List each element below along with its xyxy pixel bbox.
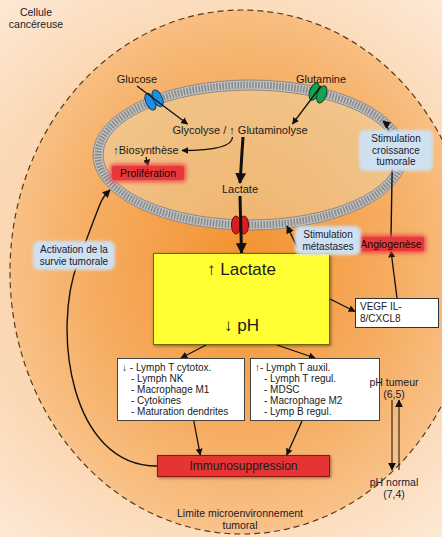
node-text: - MDSC <box>255 384 375 395</box>
flow-arrow <box>391 251 397 298</box>
flow-arrow <box>240 137 243 183</box>
node-text: Angiogenèse <box>358 237 424 251</box>
highlight-box: Prolifération <box>112 166 184 180</box>
ph-label: pH normal (7,4) <box>366 476 422 500</box>
node-text: - Cytokines <box>122 395 240 406</box>
node-text: Glutamine <box>290 73 352 86</box>
arrow-label: Activation de la survie tumorale <box>36 244 112 267</box>
node-text: - Macrophage M2 <box>255 395 375 406</box>
ph-label: pH tumeur (6,5) <box>366 376 422 400</box>
list-box: ↑- Lymph T auxil.- Lymph T regul.- MDSC-… <box>250 358 380 421</box>
microenvironment-boundary <box>10 10 442 534</box>
metabolite-label: Lactate <box>215 183 265 196</box>
node-text: Lactate <box>215 183 265 196</box>
node-text: - Maturation dendrites <box>122 406 240 417</box>
factor-box: VEGF IL-8/CXCL8 <box>355 298 439 328</box>
node-text: ↑Biosynthèse <box>110 144 182 157</box>
flow-arrow <box>181 345 206 358</box>
flow-arrow <box>182 137 233 151</box>
pathway-label: Glycolyse / ↑ Glutaminolyse <box>165 124 315 137</box>
substrate-label: Glucose <box>112 73 162 86</box>
result-box: Immunosuppression <box>157 455 330 477</box>
node-text: VEGF IL-8/CXCL8 <box>360 301 426 325</box>
node-text: ↑- Lymph T auxil. <box>255 362 375 373</box>
cell-label: Cellule cancéreuse <box>4 6 68 30</box>
process-label: ↑Biosynthèse <box>110 144 182 157</box>
flow-arrow <box>287 421 302 455</box>
node-text: Immunosuppression <box>158 456 329 476</box>
node-text: - Lymph T regul. <box>255 373 375 384</box>
arrow-label: Stimulation croissance tumorale <box>362 133 430 168</box>
boundary-label: Limite microenvironnement tumoral <box>165 507 315 531</box>
substrate-label: Glutamine <box>290 73 352 86</box>
arrow-label: Stimulation métastases <box>298 229 358 252</box>
ph-arrow-down <box>392 400 393 470</box>
node-text: Glucose <box>112 73 162 86</box>
flow-arrow <box>277 345 315 358</box>
node-text: - Lymp B regul. <box>255 406 375 417</box>
flow-arrow <box>146 157 148 166</box>
node-text: ↑ Lactate <box>154 260 329 280</box>
node-text: - Lymph NK <box>122 373 240 384</box>
survival-arrow <box>67 190 157 466</box>
flow-arrow <box>240 196 242 253</box>
flow-arrow <box>194 421 200 455</box>
flow-arrow <box>137 86 188 124</box>
list-box: ↓ - Lymph T cytotox.- Lymph NK- Macropha… <box>117 358 245 421</box>
highlight-box: Angiogenèse <box>358 237 424 251</box>
node-text: ↓ - Lymph T cytotox. <box>122 362 240 373</box>
node-text: - Macrophage M1 <box>122 384 240 395</box>
cell-membrane <box>93 80 407 230</box>
central-box: ↑ Lactate ↓ pH <box>153 253 330 345</box>
node-text: Prolifération <box>112 166 184 180</box>
flow-arrow <box>330 299 355 312</box>
glucose-transporter <box>142 88 165 111</box>
node-text: ↓ pH <box>154 316 329 336</box>
ph-arrow-up <box>399 400 400 470</box>
node-text: Glycolyse / ↑ Glutaminolyse <box>165 124 315 137</box>
flow-arrow <box>293 86 322 124</box>
